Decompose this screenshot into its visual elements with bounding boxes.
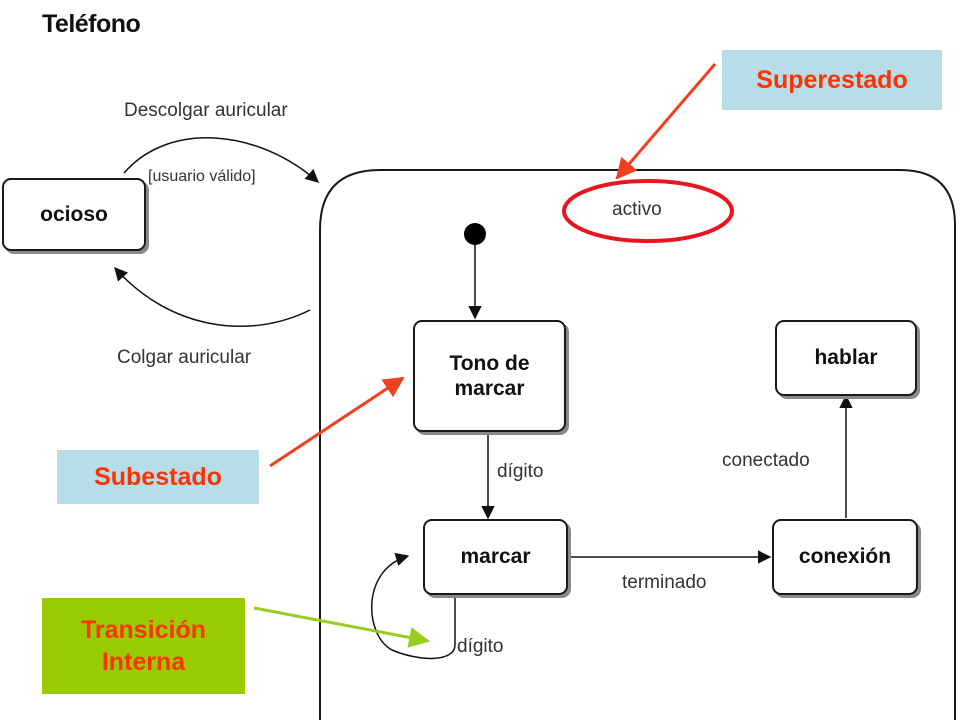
label-digit: dígito [497,461,544,482]
state-talk: hablar [775,320,917,396]
state-dial-tone-label: Tono de marcar [449,351,530,400]
callout-internal-transition: Transición Interna [42,598,245,694]
label-guard-valid-user: [usuario válido] [148,168,256,185]
initial-state-dot [464,223,486,245]
state-idle-label: ocioso [40,202,108,226]
label-digit-internal: dígito [457,636,504,657]
superstate-highlight-ellipse [562,179,734,243]
state-connecting: conexión [772,519,918,595]
callout-superstate-text: Superestado [756,65,908,94]
diagram-title: Teléfono [42,10,141,38]
substate-callout-arrow [269,376,405,468]
superstate-callout-arrow [615,63,717,180]
internal-transition-callout-arrow [253,606,431,648]
callout-superstate: Superestado [722,50,942,110]
superstate-activo-box [319,169,956,720]
transition-on-hook-arrow [114,266,311,327]
internal-transition-loop-arrow [370,552,456,660]
callout-substate: Subestado [57,450,259,504]
state-dialing: marcar [423,519,568,595]
state-dialing-label: marcar [460,545,531,569]
label-off-hook: Descolgar auricular [124,100,288,121]
label-on-hook: Colgar auricular [117,347,252,368]
label-finished: terminado [622,572,707,593]
state-dial-tone: Tono de marcar [413,320,566,432]
label-connected: conectado [722,450,810,471]
state-idle: ocioso [2,178,146,251]
transition-off-hook-arrow [123,137,320,183]
callout-internal-transition-text: Transición Interna [80,615,207,677]
callout-substate-text: Subestado [94,462,222,491]
state-connecting-label: conexión [798,545,892,569]
state-talk-label: hablar [814,346,878,370]
label-superstate-activo: activo [612,199,662,220]
